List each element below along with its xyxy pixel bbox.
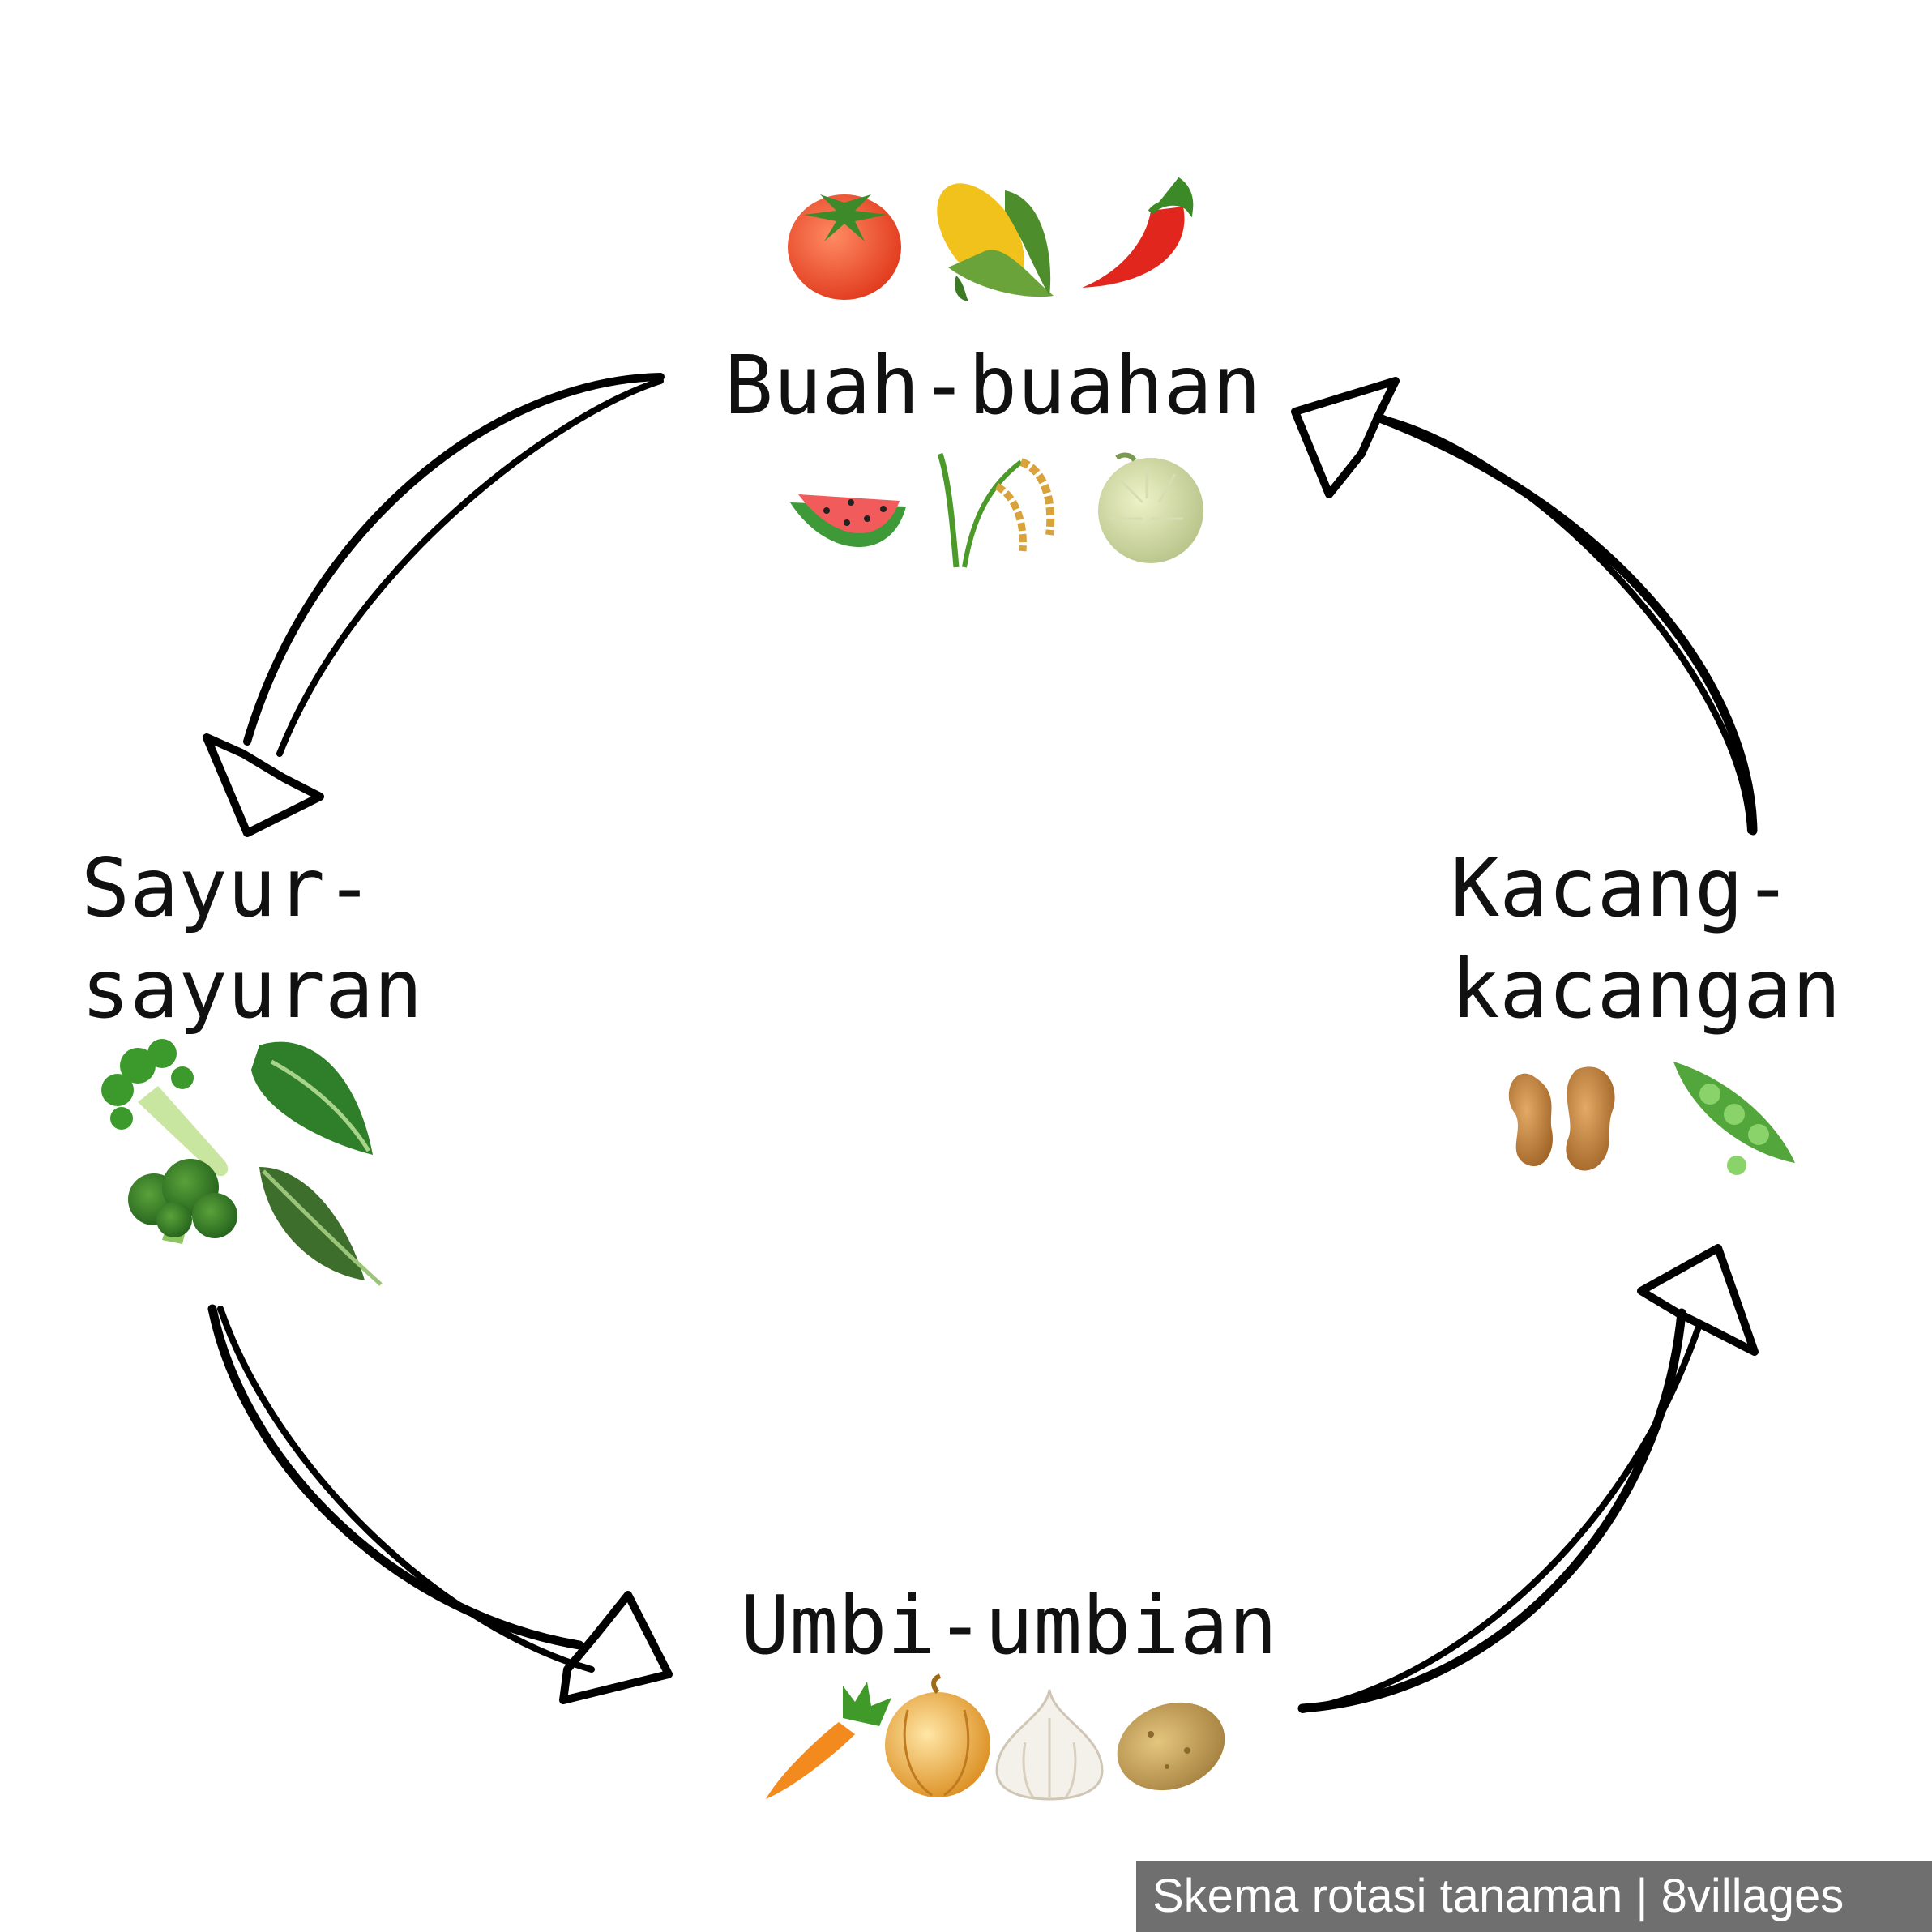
chili-pepper-icon [1082,177,1194,288]
corn-icon [937,183,1054,301]
watermelon-icon [790,494,906,548]
leafy-greens-icon [251,1041,373,1155]
onion-icon [885,1673,990,1797]
celery-icon [101,1039,229,1177]
caption-background [1136,1861,1932,1932]
arrow-bottom-to-right [1297,1244,1759,1713]
label-buah-buahan: Buah-buahan [724,338,1261,433]
arrow-left-to-bottom [207,1304,673,1704]
pea-pod-icon [1673,1062,1795,1175]
garlic-icon [995,1689,1104,1801]
potato-icon [1117,1702,1225,1791]
kale-icon [259,1167,383,1286]
label-umbi-umbian: Umbi-umbian [741,1578,1277,1673]
broccoli-icon [128,1159,237,1244]
rice-plant-icon [937,452,1055,568]
label-kacang-line1: Kacang- [1451,840,1792,935]
arrow-right-to-top [1291,377,1758,836]
label-kacang-line2: kacangan [1451,942,1841,1037]
melon-icon [1098,452,1203,563]
label-sayur-line1: Sayur- [81,840,374,935]
peanut-icon [1508,1066,1615,1171]
carrot-icon [766,1682,891,1799]
caption-text: Skema rotasi tanaman | 8villages [1152,1870,1844,1922]
tomato-icon [788,194,901,300]
arrow-top-to-left [203,373,665,837]
label-sayur-line2: sayuran [81,942,422,1037]
